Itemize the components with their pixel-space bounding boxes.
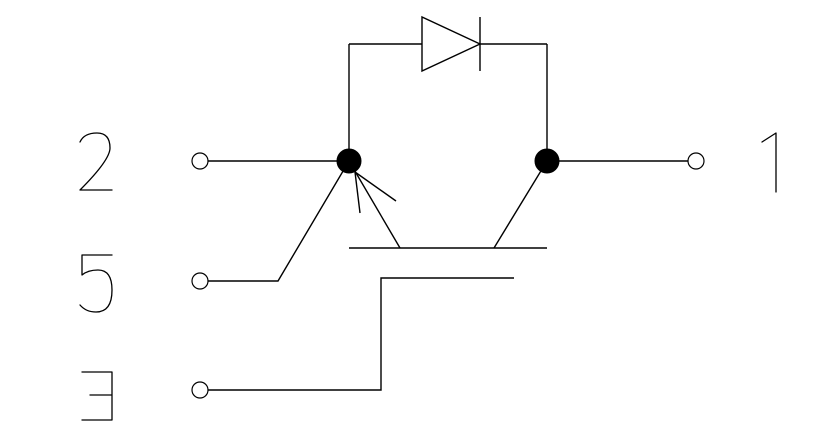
pin-label-3: 3: [81, 371, 113, 421]
pin-label-5: 5: [79, 254, 113, 313]
collector-leg: [493, 160, 548, 249]
pin-label-1: 1: [761, 132, 777, 193]
pin-3-terminal: [191, 381, 209, 399]
pin-label-2: 2: [79, 132, 113, 191]
emitter-arrow-icon: [354, 171, 397, 214]
diode-triangle: [421, 15, 482, 73]
pin-2-terminal: [191, 152, 209, 170]
pin-5-wire: [208, 160, 350, 282]
emitter-junction-node: [336, 148, 362, 174]
collector-junction-node: [534, 148, 560, 174]
pin-1-terminal: [687, 152, 705, 170]
pin-5-terminal: [191, 272, 209, 290]
freewheel-diode: [349, 15, 547, 73]
gate-wire: [208, 277, 514, 391]
emitter-leg: [348, 160, 401, 249]
